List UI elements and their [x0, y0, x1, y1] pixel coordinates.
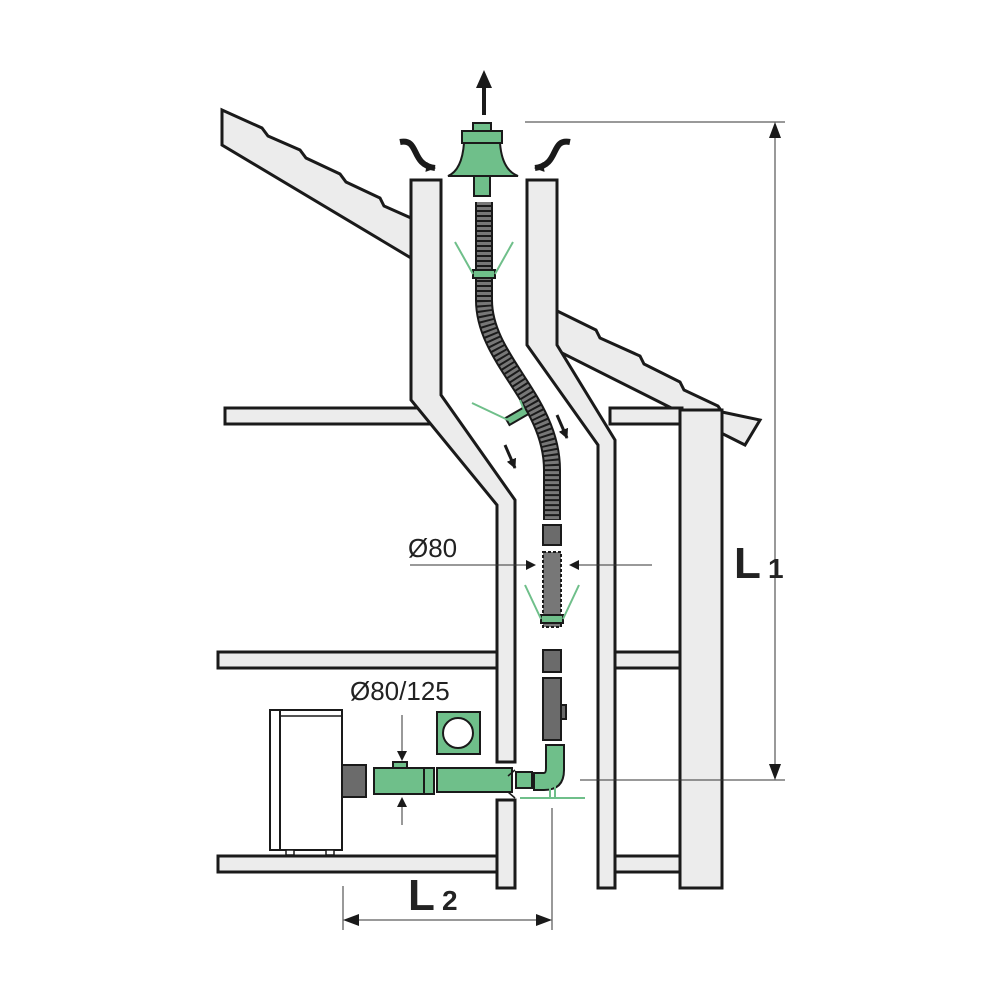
- pipe-spacers: [454, 241, 580, 624]
- flexible-flue-pipe: [475, 202, 567, 741]
- left-roof: [220, 107, 413, 261]
- wall-plate-hole: [442, 717, 474, 749]
- exhaust-up-arrow: [476, 70, 492, 115]
- chimney-left-wall: [409, 178, 517, 764]
- dimension-l2: L 2: [342, 808, 553, 930]
- boiler-unit: [269, 709, 343, 856]
- l1-subscript: 1: [768, 553, 784, 584]
- diameter-80-label: Ø80: [408, 533, 457, 563]
- air-intake-right-arrow: [534, 138, 571, 172]
- airflow-down-arrow-right: [555, 414, 569, 439]
- airflow-down-arrow-left: [503, 444, 517, 469]
- chimney-right-wall: [525, 178, 617, 890]
- chimney-terminal: [447, 122, 519, 197]
- chimney-left-wall-lower: [495, 798, 517, 890]
- l1-label: L: [734, 539, 761, 588]
- flue-connection: [341, 744, 585, 799]
- air-intake-left-arrow: [399, 138, 436, 172]
- l2-label: L: [408, 871, 435, 920]
- l2-subscript: 2: [442, 885, 458, 916]
- diameter-80-125-label: Ø80/125: [350, 676, 450, 706]
- building-wall: [678, 408, 724, 890]
- dimension-l1: L 1: [525, 121, 785, 781]
